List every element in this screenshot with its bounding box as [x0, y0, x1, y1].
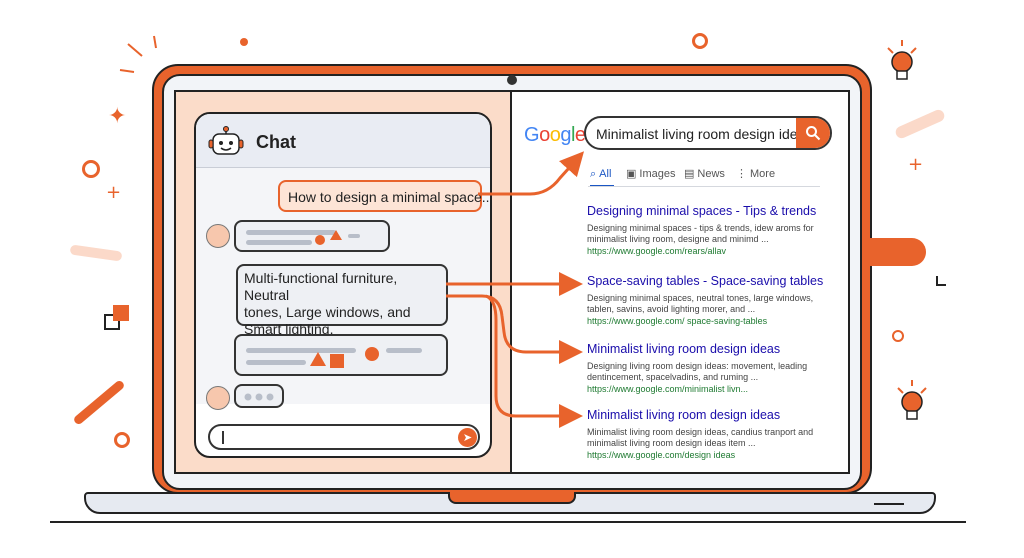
circle-decoration — [114, 432, 130, 448]
robot-icon — [208, 126, 244, 155]
typing-indicator — [234, 384, 284, 408]
webcam-icon — [507, 75, 517, 85]
plus-decoration: + — [106, 182, 122, 203]
placeholder-line — [386, 348, 422, 353]
sparkle-lines-icon — [119, 35, 157, 73]
chat-header: Chat — [196, 114, 490, 168]
plus-decoration: + — [908, 154, 924, 175]
result-url[interactable]: https://www.google.com/design ideas — [587, 450, 736, 460]
laptop-notch — [448, 492, 576, 504]
search-result: Designing minimal spaces - Tips & trends… — [587, 204, 837, 256]
user-message-bubble: How to design a minimal space... — [278, 180, 490, 212]
send-arrow-icon: ➤ — [462, 431, 473, 444]
result-snippet: Designing living room design ideas: move… — [587, 361, 808, 382]
result-snippet: Minimalist living room design ideas, can… — [587, 427, 814, 448]
ground-line — [50, 521, 966, 523]
tab-images[interactable]: ▣Images — [626, 167, 675, 180]
shapes-icon — [315, 230, 360, 245]
base-detail-line — [874, 503, 904, 505]
lightbulb-icon — [887, 40, 917, 80]
placeholder-line — [246, 230, 336, 235]
send-button[interactable]: ➤ — [458, 428, 477, 447]
bot-message-placeholder — [234, 334, 448, 376]
result-url[interactable]: https://www.google.com/ space-saving-tab… — [587, 316, 768, 326]
corner-decoration — [936, 276, 946, 286]
bot-answer-line: Smart lighting. — [244, 321, 334, 337]
stripe-decoration — [893, 107, 947, 141]
result-title-link[interactable]: Minimalist living room design ideas — [587, 408, 781, 422]
circle-decoration — [692, 33, 708, 49]
sparkle-icon: ✦ — [108, 104, 127, 129]
placeholder-line — [246, 360, 306, 365]
search-result: Space-saving tables - Space-saving table… — [587, 274, 837, 326]
result-snippet: Designing minimal spaces - tips & trends… — [587, 223, 814, 244]
circle-decoration — [82, 160, 100, 178]
stripe-decoration — [69, 244, 123, 262]
bot-avatar — [206, 224, 230, 248]
square-decoration — [113, 305, 129, 321]
bot-answer-bubble: Multi-functional furniture, Neutral tone… — [236, 264, 448, 337]
stripe-decoration — [72, 379, 126, 426]
result-title-link[interactable]: Minimalist living room design ideas — [587, 342, 781, 356]
search-result: Minimalist living room design ideas Mini… — [587, 408, 837, 460]
search-icon: ⌕ — [590, 167, 597, 180]
search-button[interactable] — [796, 118, 830, 148]
dot-decoration — [240, 38, 248, 46]
result-snippet: Designing minimal spaces, neutral tones,… — [587, 293, 814, 314]
tab-label: More — [750, 168, 776, 180]
chat-input[interactable]: ➤ — [208, 424, 480, 450]
search-icon — [806, 126, 821, 141]
panel-divider — [510, 92, 512, 472]
search-result: Minimalist living room design ideas Desi… — [587, 342, 837, 394]
placeholder-line — [246, 240, 312, 245]
tab-label: News — [697, 168, 725, 180]
bot-answer-line: Multi-functional furniture, Neutral — [244, 270, 398, 303]
tab-news[interactable]: ▤News — [684, 167, 725, 180]
result-title-link[interactable]: Space-saving tables - Space-saving table… — [587, 274, 824, 288]
bot-answer-line: tones, Large windows, and — [244, 304, 411, 320]
text-caret — [222, 431, 224, 444]
shapes-icon — [310, 347, 379, 368]
bot-avatar — [206, 386, 230, 410]
typing-dots-icon — [244, 393, 274, 401]
news-icon: ▤ — [684, 167, 695, 180]
lightbulb-icon — [897, 380, 927, 420]
side-tab-decoration — [870, 238, 926, 266]
tab-label: All — [599, 168, 612, 180]
placeholder-line — [246, 348, 356, 353]
chat-window: Chat How to design a minimal space... Mu… — [194, 112, 492, 458]
google-logo: Google — [524, 124, 586, 146]
tab-all[interactable]: ⌕All — [590, 167, 611, 181]
tabs-divider — [588, 186, 820, 187]
image-icon: ▣ — [626, 167, 637, 180]
result-url[interactable]: https://www.google.com/rears/allav — [587, 246, 727, 256]
search-box[interactable]: Minimalist living room design ideas — [584, 116, 832, 150]
more-icon: ⋮ — [736, 167, 747, 180]
result-url[interactable]: https://www.google.com/minimalist livn..… — [587, 384, 749, 394]
bot-message-placeholder — [234, 220, 390, 252]
tab-more[interactable]: ⋮More — [736, 167, 775, 180]
chat-title: Chat — [256, 132, 296, 152]
search-query: Minimalist living room design ideas — [596, 126, 813, 142]
result-title-link[interactable]: Designing minimal spaces - Tips & trends — [587, 204, 817, 218]
circle-decoration — [892, 330, 904, 342]
tab-label: Images — [639, 168, 676, 180]
